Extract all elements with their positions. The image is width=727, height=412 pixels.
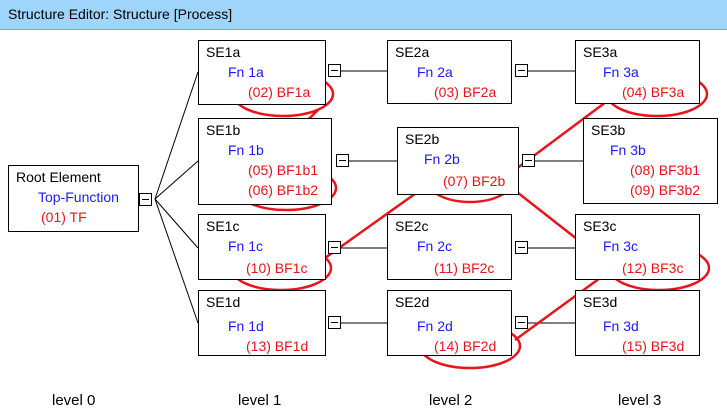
function-label: Fn 3d bbox=[603, 318, 639, 334]
collapse-toggle[interactable] bbox=[328, 316, 341, 329]
function-label: Fn 3a bbox=[603, 64, 639, 80]
collapse-toggle[interactable] bbox=[515, 64, 528, 77]
structure-element-se1a[interactable]: SE1a Fn 1a (02) BF1a bbox=[198, 40, 326, 105]
basic-function-label: (05) BF1b1 bbox=[248, 162, 319, 178]
basic-function-label: (04) BF3a bbox=[622, 84, 685, 100]
function-label: Top-Function bbox=[38, 189, 119, 205]
basic-function-label: (12) BF3c bbox=[622, 260, 684, 276]
collapse-toggle[interactable] bbox=[139, 193, 152, 206]
structure-element-root[interactable]: Root Element Top-Function (01) TF bbox=[8, 165, 139, 232]
basic-function-label: (09) BF3b2 bbox=[630, 182, 701, 198]
level-1-caption: level 1 bbox=[238, 392, 282, 409]
window-title: Structure Editor: Structure [Process] bbox=[8, 6, 233, 22]
function-label: Fn 1b bbox=[228, 142, 264, 158]
basic-function-label: (08) BF3b1 bbox=[630, 162, 701, 178]
structure-element-se1b[interactable]: SE1b Fn 1b (05) BF1b1 (06) BF1b2 bbox=[198, 118, 332, 205]
level-2-caption: level 2 bbox=[429, 392, 473, 409]
function-label: Fn 2d bbox=[417, 318, 453, 334]
element-name: SE1a bbox=[206, 44, 241, 60]
structure-element-se1c[interactable]: SE1c Fn 1c (10) BF1c bbox=[198, 214, 326, 280]
element-name: SE3d bbox=[583, 294, 618, 310]
element-name: SE2d bbox=[395, 294, 430, 310]
structure-element-se2a[interactable]: SE2a Fn 2a (03) BF2a bbox=[387, 40, 512, 104]
element-name: SE1d bbox=[206, 294, 241, 310]
function-label: Fn 3c bbox=[603, 238, 639, 254]
element-name: SE1c bbox=[206, 218, 240, 234]
level-3-caption: level 3 bbox=[618, 392, 662, 409]
element-name: Root Element bbox=[16, 169, 101, 185]
structure-element-se2b[interactable]: SE2b Fn 2b (07) BF2b bbox=[397, 127, 519, 195]
basic-function-label: (14) BF2d bbox=[434, 338, 497, 354]
collapse-toggle[interactable] bbox=[328, 64, 341, 77]
structure-element-se3d[interactable]: SE3d Fn 3d (15) BF3d bbox=[575, 290, 700, 356]
basic-function-label: (03) BF2a bbox=[434, 84, 497, 100]
structure-element-se3b[interactable]: SE3b Fn 3b (08) BF3b1 (09) BF3b2 bbox=[583, 118, 718, 204]
basic-function-label: (07) BF2b bbox=[443, 173, 506, 189]
basic-function-label: (06) BF1b2 bbox=[248, 182, 319, 198]
element-name: SE1b bbox=[206, 122, 241, 138]
collapse-toggle[interactable] bbox=[328, 241, 341, 254]
element-name: SE3b bbox=[591, 122, 626, 138]
basic-function-label: (11) BF2c bbox=[434, 260, 495, 276]
structure-element-se2c[interactable]: SE2c Fn 2c (11) BF2c bbox=[387, 214, 512, 280]
basic-function-label: (01) TF bbox=[41, 209, 87, 225]
element-name: SE3a bbox=[583, 44, 618, 60]
basic-function-label: (15) BF3d bbox=[622, 338, 685, 354]
basic-function-label: (02) BF1a bbox=[248, 84, 311, 100]
function-label: Fn 3b bbox=[610, 142, 646, 158]
collapse-toggle[interactable] bbox=[522, 154, 535, 167]
tree-connector-lines bbox=[154, 70, 583, 324]
collapse-toggle[interactable] bbox=[515, 316, 528, 329]
structure-element-se2d[interactable]: SE2d Fn 2d (14) BF2d bbox=[387, 290, 512, 356]
element-name: SE2b bbox=[405, 131, 440, 147]
structure-element-se1d[interactable]: SE1d Fn 1d (13) BF1d bbox=[198, 290, 326, 356]
collapse-toggle[interactable] bbox=[515, 241, 528, 254]
function-label: Fn 2b bbox=[424, 151, 460, 167]
element-name: SE2a bbox=[395, 44, 430, 60]
function-label: Fn 1d bbox=[228, 318, 264, 334]
function-label: Fn 2a bbox=[417, 64, 453, 80]
window-title-bar[interactable]: Structure Editor: Structure [Process] bbox=[0, 0, 727, 30]
level-0-caption: level 0 bbox=[52, 392, 96, 409]
structure-element-se3c[interactable]: SE3c Fn 3c (12) BF3c bbox=[575, 214, 700, 280]
function-label: Fn 1a bbox=[228, 64, 264, 80]
function-label: Fn 1c bbox=[228, 238, 264, 254]
basic-function-label: (13) BF1d bbox=[246, 338, 309, 354]
element-name: SE3c bbox=[583, 218, 617, 234]
collapse-toggle[interactable] bbox=[336, 154, 349, 167]
structure-element-se3a[interactable]: SE3a Fn 3a (04) BF3a bbox=[575, 40, 700, 104]
function-label: Fn 2c bbox=[417, 238, 453, 254]
flow-arrow bbox=[514, 268, 612, 342]
element-name: SE2c bbox=[395, 218, 429, 234]
basic-function-label: (10) BF1c bbox=[246, 260, 308, 276]
